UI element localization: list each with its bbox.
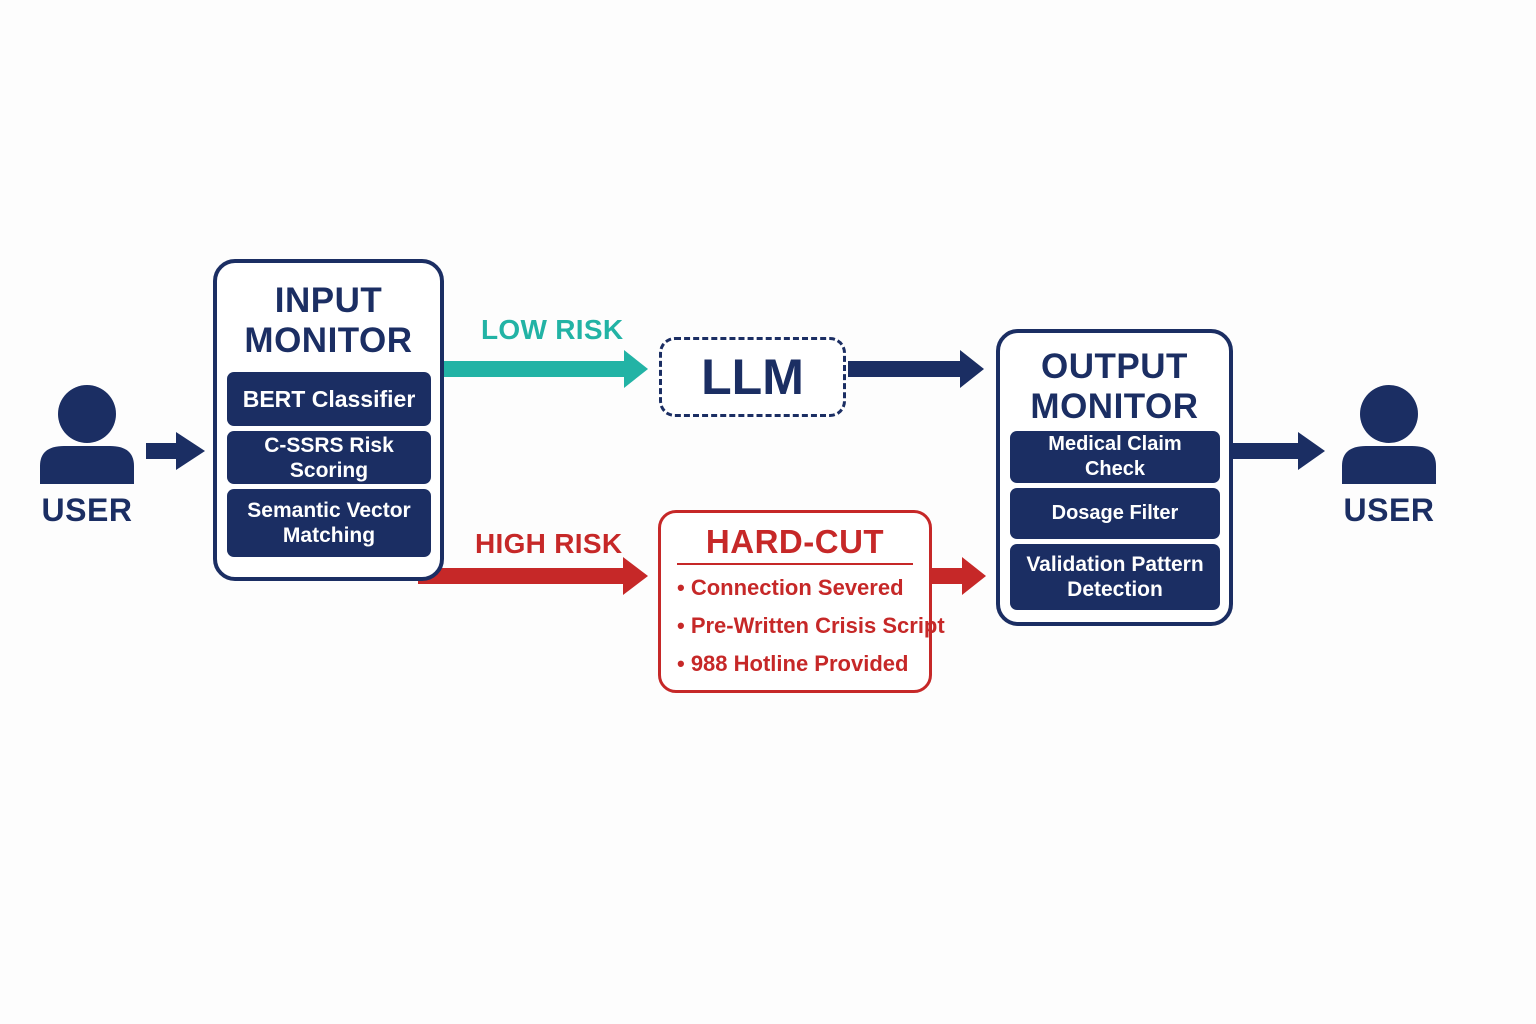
- module-validation-pattern-detection: Validation Pattern Detection: [1010, 544, 1220, 610]
- module-semantic-vector-matching: Semantic Vector Matching: [227, 489, 431, 557]
- output-monitor-title-line2: MONITOR: [1030, 387, 1199, 426]
- person-icon: [40, 385, 134, 484]
- low-risk-label: LOW RISK: [481, 314, 624, 345]
- llm-box: LLM: [659, 337, 846, 417]
- module-dosage-filter: Dosage Filter: [1010, 488, 1220, 539]
- output-monitor: OUTPUT MONITOR Medical Claim Check Dosag…: [996, 329, 1233, 626]
- hard-cut-item: • Connection Severed: [677, 575, 904, 600]
- person-icon: [1342, 385, 1436, 484]
- module-bert-classifier: BERT Classifier: [227, 372, 431, 426]
- module-medical-claim-check: Medical Claim Check: [1010, 431, 1220, 483]
- hard-cut-box: HARD-CUT • Connection Severed • Pre-Writ…: [658, 510, 945, 693]
- arrow-hardcut-to-output: [930, 557, 986, 595]
- input-monitor-title-line2: MONITOR: [244, 321, 413, 360]
- arrow-high-risk: [418, 557, 648, 595]
- hard-cut-title: HARD-CUT: [705, 523, 885, 560]
- user-right-label: USER: [1343, 492, 1435, 528]
- hard-cut-divider: [677, 563, 913, 565]
- user-left-label: USER: [41, 492, 133, 528]
- arrow-low-risk: [441, 350, 648, 388]
- high-risk-label: HIGH RISK: [475, 528, 623, 559]
- arrow-llm-to-output: [848, 350, 984, 388]
- hard-cut-item: • Pre-Written Crisis Script: [677, 613, 945, 638]
- arrow-user-to-input: [146, 432, 205, 470]
- module-cssrs-risk-scoring: C-SSRS Risk Scoring: [227, 431, 431, 484]
- hard-cut-item: • 988 Hotline Provided: [677, 651, 909, 676]
- arrow-output-to-user: [1231, 432, 1325, 470]
- input-monitor-title-line1: INPUT: [274, 281, 383, 320]
- input-monitor: INPUT MONITOR BERT Classifier C-SSRS Ris…: [213, 259, 444, 581]
- output-monitor-title-line1: OUTPUT: [1041, 347, 1188, 386]
